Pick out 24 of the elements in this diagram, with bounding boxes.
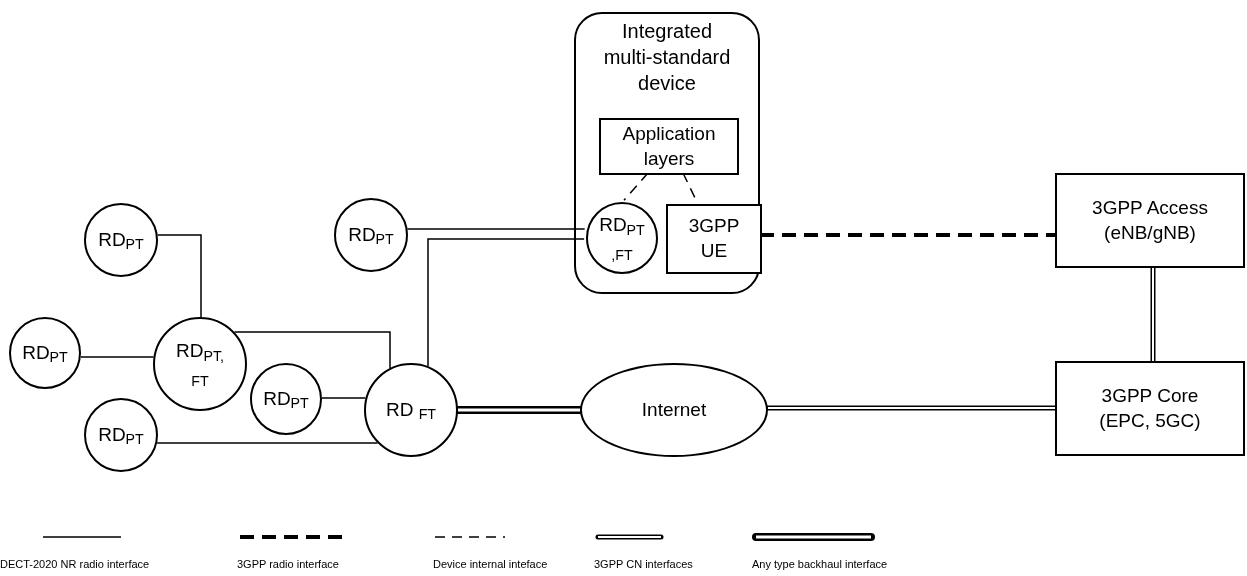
node-label: 3GPP Core (EPC, 5GC) bbox=[1098, 383, 1202, 433]
legend-label: DECT-2020 NR radio interface bbox=[0, 557, 150, 572]
legend-label: 3GPP radio interface bbox=[237, 557, 339, 572]
node-label: RD $_{FT}$ bbox=[385, 397, 437, 423]
connector-line bbox=[233, 331, 391, 369]
node-label: RD$_{PT}$ bbox=[22, 340, 68, 366]
legend-label: 3GPP CN interfaces bbox=[594, 557, 693, 572]
connector-line bbox=[80, 356, 155, 358]
process-box bbox=[599, 118, 739, 175]
node-label: Integrated multi-standard device bbox=[602, 19, 732, 96]
process-box bbox=[1055, 173, 1245, 268]
node-label: 3GPP UE bbox=[687, 214, 741, 263]
node-label: RD$_{PT}$ bbox=[348, 222, 394, 248]
device-container bbox=[574, 12, 760, 294]
legend-label: Any type backhaul interface bbox=[752, 557, 888, 572]
process-box bbox=[666, 204, 762, 274]
node-label: RD$_{PT}$ bbox=[98, 422, 144, 448]
node-label: RD$_{PT}$ bbox=[98, 227, 144, 253]
node-label: Application layers bbox=[621, 121, 717, 171]
legend-label: Device internal inteface bbox=[433, 557, 548, 572]
node-label: RD$_{PT}$ bbox=[263, 386, 309, 412]
node-label: Internet bbox=[641, 397, 707, 422]
process-box bbox=[1055, 361, 1245, 456]
node-label: 3GPP Access (eNB/gNB) bbox=[1091, 195, 1209, 245]
